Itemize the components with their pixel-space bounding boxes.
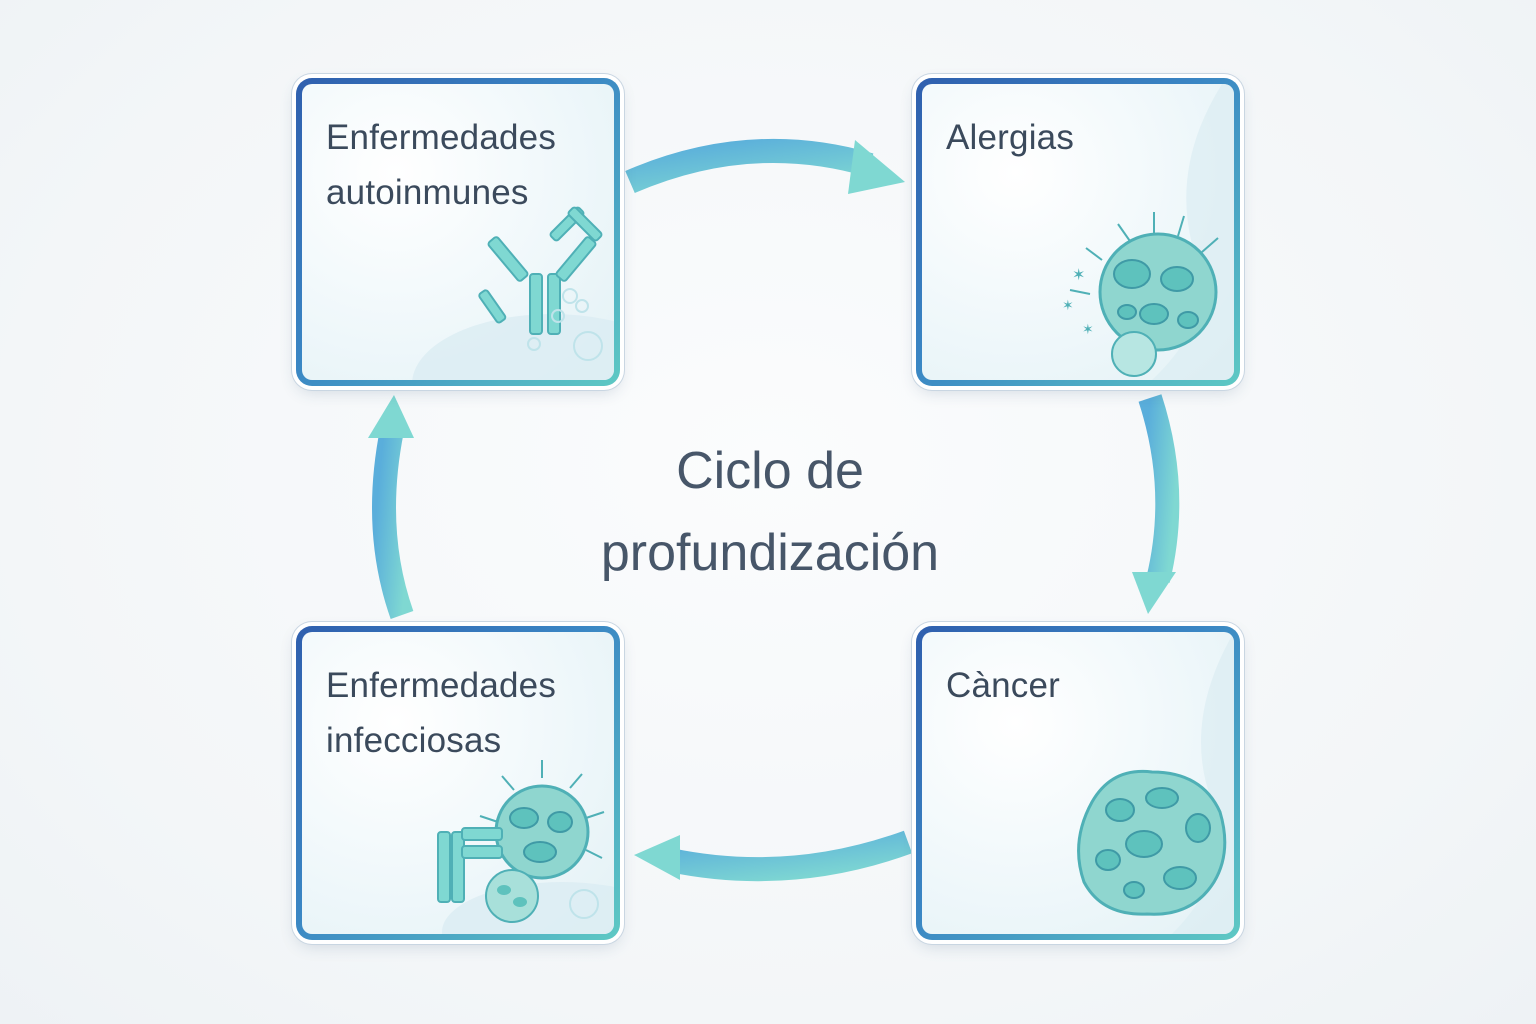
card-alergias: ✶ ✶ ✶ Alergias bbox=[916, 78, 1240, 386]
svg-text:✶: ✶ bbox=[1062, 297, 1074, 313]
card-autoinmunes-title-line-1: Enfermedades bbox=[326, 118, 557, 157]
card-alergias-title-line-1: Alergias bbox=[946, 118, 1075, 157]
tumor-cell-icon bbox=[1077, 632, 1234, 934]
svg-text:✶: ✶ bbox=[1072, 267, 1085, 284]
arrow-alergias-to-cancer bbox=[1132, 394, 1180, 614]
arrow-cancer-to-infecciosas bbox=[634, 830, 913, 882]
card-cancer-panel: Càncer bbox=[922, 632, 1234, 934]
center-title-line-2: profundización bbox=[600, 524, 940, 582]
card-autoinmunes-panel: Enfermedades autoinmunes bbox=[302, 84, 614, 380]
card-cancer: Càncer bbox=[916, 626, 1240, 940]
center-title-line-1: Ciclo de bbox=[676, 442, 864, 500]
card-infecciosas-panel: Enfermedades infecciosas bbox=[302, 632, 614, 934]
center-title: Ciclo de profundización bbox=[470, 430, 1070, 594]
allergen-cell-icon: ✶ ✶ ✶ bbox=[1062, 84, 1234, 380]
card-autoinmunes: Enfermedades autoinmunes bbox=[296, 78, 620, 386]
card-autoinmunes-title-line-2: autoinmunes bbox=[326, 173, 529, 212]
card-alergias-panel: ✶ ✶ ✶ Alergias bbox=[922, 84, 1234, 380]
card-infecciosas-title: Enfermedades infecciosas bbox=[326, 658, 614, 768]
virus-icon bbox=[437, 760, 614, 934]
antibody-icon bbox=[412, 206, 614, 380]
card-cancer-title: Càncer bbox=[946, 658, 1234, 713]
card-alergias-title: Alergias bbox=[946, 110, 1234, 165]
card-infecciosas-title-line-2: infecciosas bbox=[326, 721, 502, 760]
card-cancer-title-line-1: Càncer bbox=[946, 666, 1061, 705]
card-infecciosas-title-line-1: Enfermedades bbox=[326, 666, 557, 705]
svg-text:✶: ✶ bbox=[1082, 321, 1094, 337]
arrow-infecciosas-to-autoinmunes bbox=[368, 395, 414, 619]
card-infecciosas: Enfermedades infecciosas bbox=[296, 626, 620, 940]
arrow-autoinmunes-to-alergias bbox=[625, 138, 905, 194]
card-autoinmunes-title: Enfermedades autoinmunes bbox=[326, 110, 614, 220]
